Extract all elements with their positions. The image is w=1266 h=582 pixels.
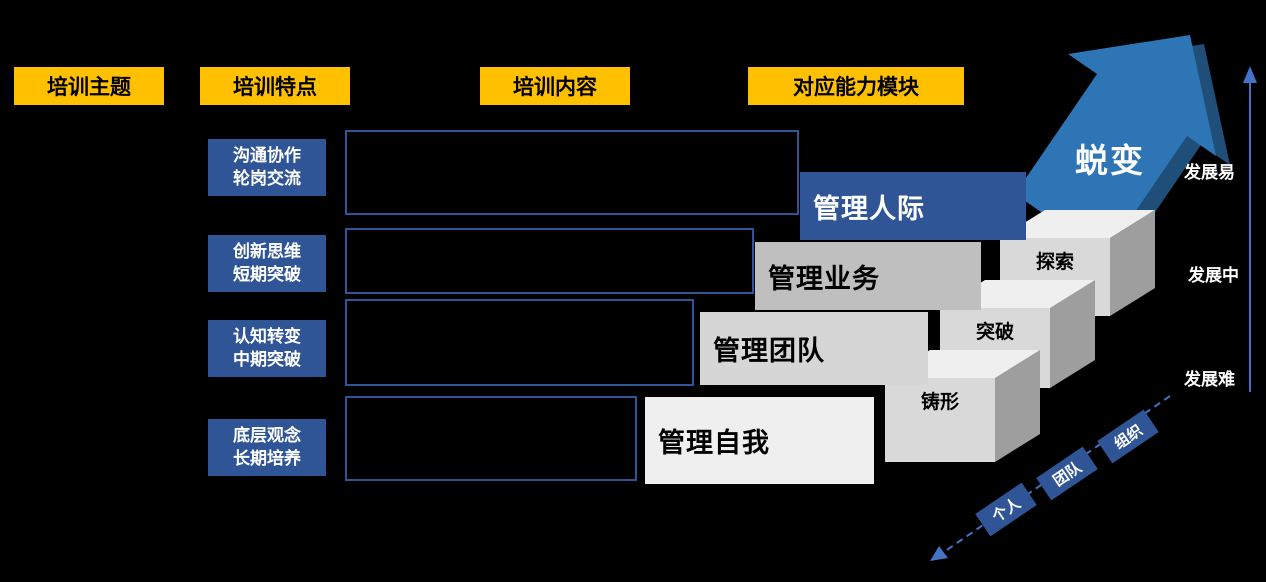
feature-box-fundamentals: 底层观念 长期培养 xyxy=(208,419,326,476)
header-training-features: 培训特点 xyxy=(200,67,350,105)
step-manage-self: 管理自我 xyxy=(645,397,874,484)
cube-explore-side xyxy=(1110,210,1155,316)
feature-box-communication: 沟通协作 轮岗交流 xyxy=(208,139,326,196)
feature-box-cognition: 认知转变 中期突破 xyxy=(208,320,326,377)
development-axis-arrowhead-icon xyxy=(1243,66,1257,83)
content-box-4 xyxy=(345,396,637,481)
content-box-1 xyxy=(345,130,799,215)
feature-line: 创新思维 xyxy=(233,241,301,262)
transformation-arrow-icon xyxy=(1015,35,1216,256)
development-axis-label-hard: 发展难 xyxy=(1184,370,1235,390)
cube-label-breakthrough: 突破 xyxy=(975,321,1014,343)
transformation-arrow-label: 蜕变 xyxy=(1075,141,1145,180)
header-training-content: 培训内容 xyxy=(480,67,630,105)
content-box-3 xyxy=(345,299,694,386)
header-ability-modules: 对应能力模块 xyxy=(748,67,964,105)
step-manage-interpersonal: 管理人际 xyxy=(800,172,1026,240)
cube-label-explore: 探索 xyxy=(1035,251,1074,273)
cube-explore-top xyxy=(1000,210,1155,238)
feature-box-innovation: 创新思维 短期突破 xyxy=(208,235,326,292)
cube-breakthrough-side xyxy=(1050,280,1095,388)
step-manage-team: 管理团队 xyxy=(700,312,928,385)
header-training-theme: 培训主题 xyxy=(14,67,164,105)
feature-line: 底层观念 xyxy=(233,425,301,446)
development-axis-label-easy: 发展易 xyxy=(1184,163,1235,183)
feature-line: 沟通协作 xyxy=(233,145,301,166)
scope-axis-line xyxy=(940,395,1171,555)
feature-line: 短期突破 xyxy=(233,264,301,285)
step-manage-business: 管理业务 xyxy=(755,242,981,310)
feature-line: 认知转变 xyxy=(233,326,301,347)
feature-line: 中期突破 xyxy=(233,349,301,370)
cube-label-shaping: 铸形 xyxy=(920,391,959,413)
cube-shaping-side xyxy=(995,350,1040,462)
scope-axis-arrowhead-icon xyxy=(930,546,948,561)
feature-line: 轮岗交流 xyxy=(233,168,301,189)
feature-line: 长期培养 xyxy=(233,448,301,469)
cube-shaping-front xyxy=(885,378,995,462)
content-box-2 xyxy=(345,228,754,294)
development-axis-label-medium: 发展中 xyxy=(1188,266,1239,286)
